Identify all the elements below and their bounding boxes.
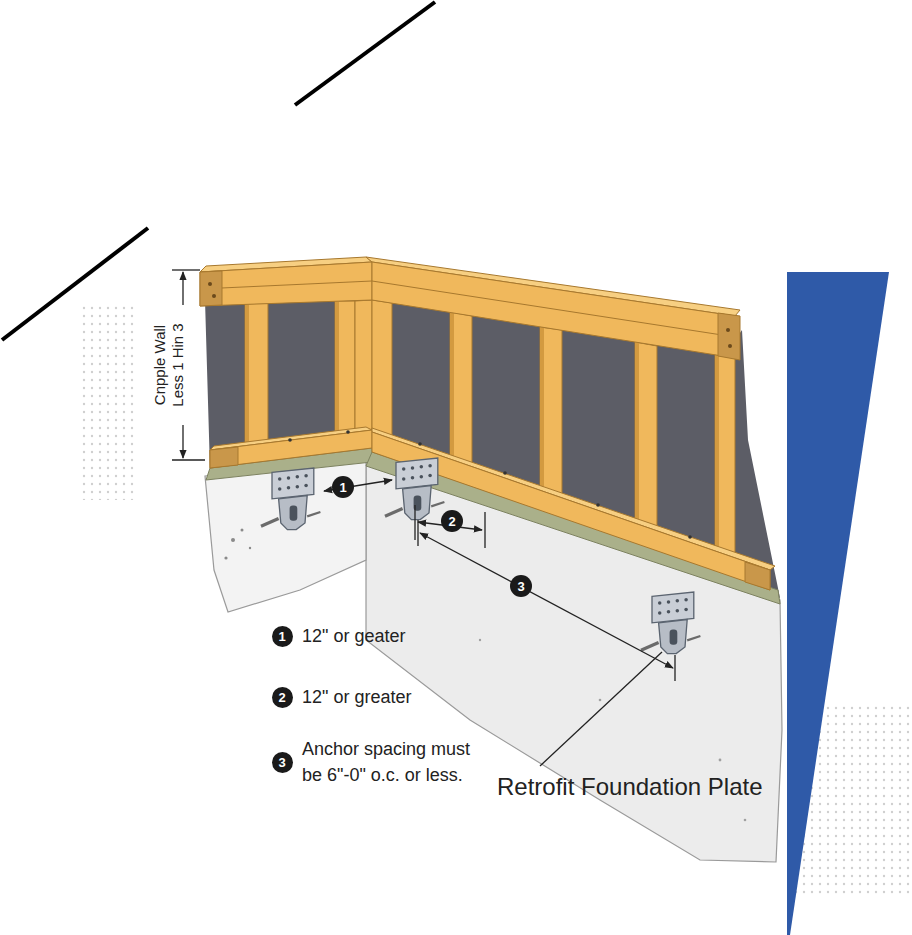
bottom-plate <box>210 427 775 590</box>
foundation-plate <box>261 468 320 530</box>
callout-circle: 3 <box>510 575 532 597</box>
callout-number: 3 <box>517 579 524 594</box>
callout-number: 1 <box>339 480 346 495</box>
nail-dots <box>288 430 692 539</box>
callout-circle: 2 <box>441 510 463 532</box>
foundation-face <box>205 455 366 612</box>
callout-circle: 3 <box>272 752 293 773</box>
dimension-lines <box>172 270 675 766</box>
decor-line <box>295 2 435 105</box>
part-label: Retrofit Foundation Plate <box>497 773 763 801</box>
note-text: Anchor spacing must be 6"-0" o.c. or les… <box>302 736 484 788</box>
foundation-plate <box>641 592 700 654</box>
callout-number: 3 <box>278 755 285 770</box>
dimension-label: Cnpple Wall Less 1 Hin 3 <box>150 313 186 418</box>
callout-circle: 1 <box>332 476 354 498</box>
note-text: 12" or greater <box>302 685 411 709</box>
dot-grid <box>82 305 138 500</box>
callout-number: 2 <box>448 514 455 529</box>
callout-circle: 2 <box>272 687 293 708</box>
callout-number: 2 <box>278 690 285 705</box>
callout-circle: 1 <box>272 626 293 647</box>
top-plate <box>200 257 740 360</box>
callout-number: 1 <box>278 629 285 644</box>
note-text: 12" or geater <box>302 624 405 648</box>
blue-band <box>787 272 889 935</box>
